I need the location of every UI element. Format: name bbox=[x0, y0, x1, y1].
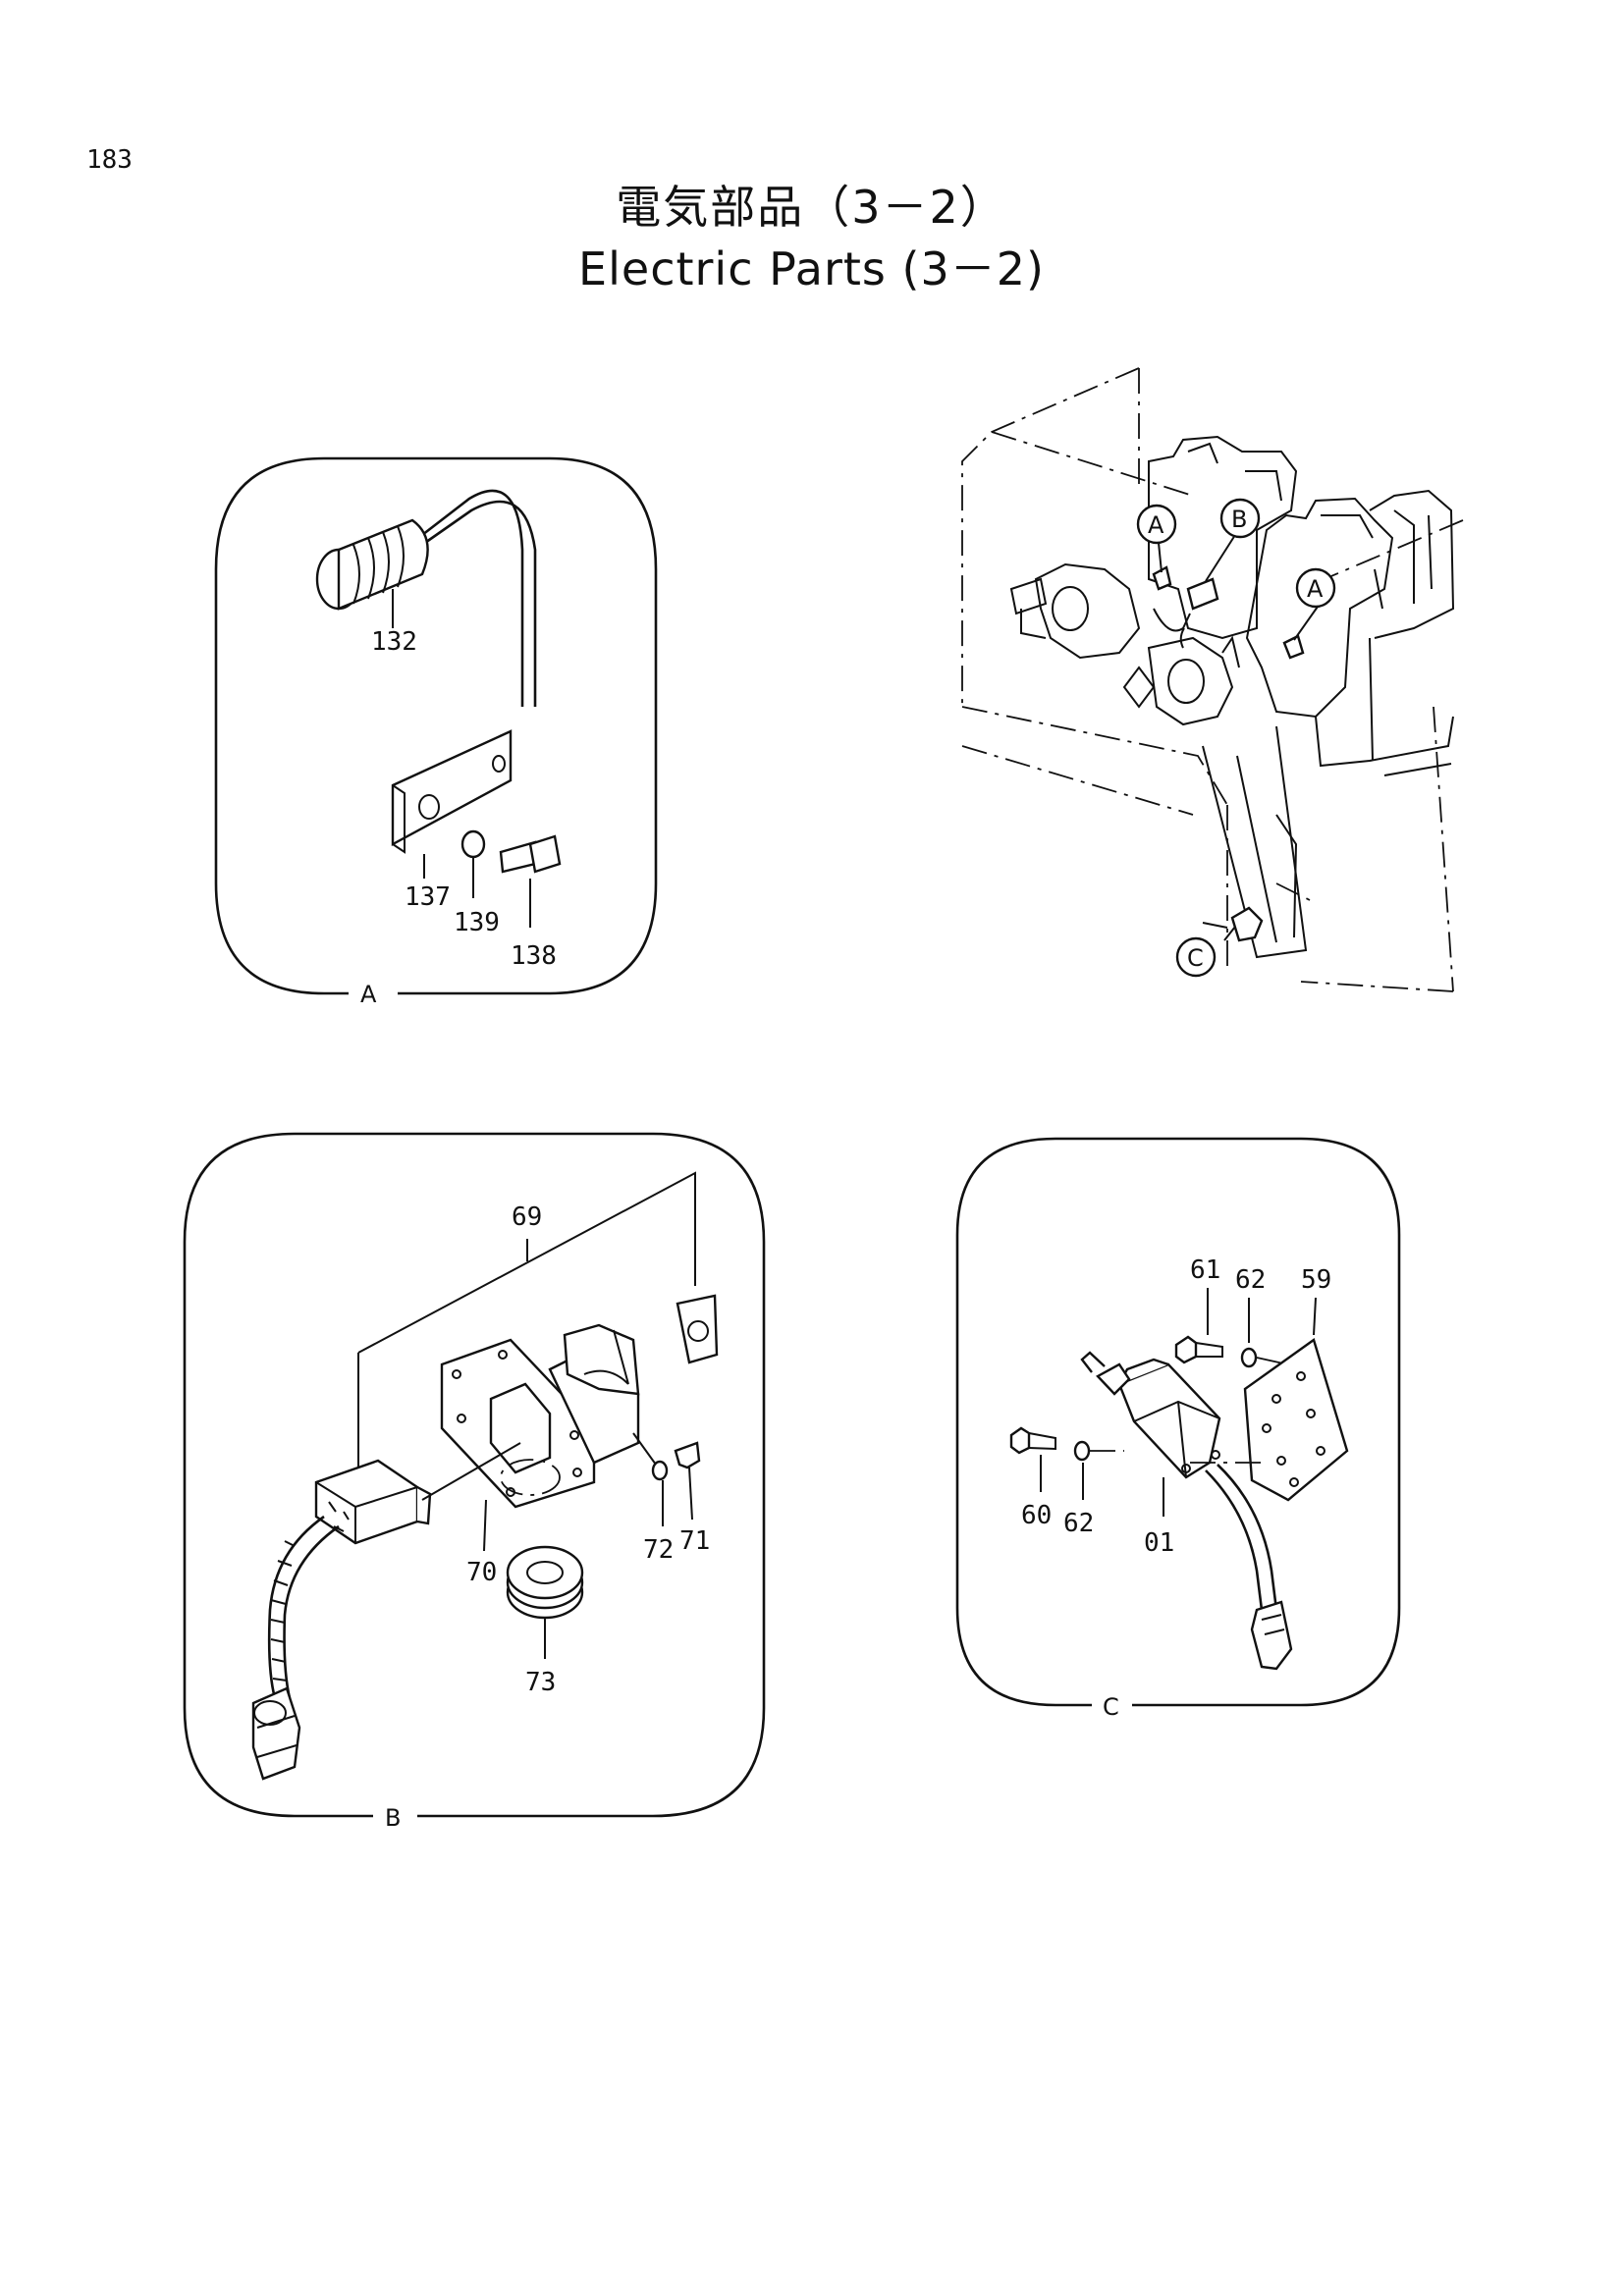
washer-72 bbox=[651, 1460, 669, 1481]
part-number-72: 72 bbox=[643, 1535, 674, 1565]
part-number-01: 01 bbox=[1144, 1528, 1174, 1558]
part-number-71: 71 bbox=[679, 1526, 710, 1556]
part-number-137: 137 bbox=[405, 882, 451, 912]
overview-callout-a2: A bbox=[1307, 575, 1324, 603]
detail-c: C 61 62 59 bbox=[955, 1137, 1401, 1721]
detail-a: A 132 137 139 138 bbox=[214, 456, 658, 1008]
part-number-73: 73 bbox=[525, 1668, 556, 1697]
mounting-flange-70 bbox=[440, 1338, 596, 1509]
title-english: Electric Parts (3－2) bbox=[578, 242, 1045, 295]
detail-a-frame bbox=[214, 456, 658, 995]
part-number-70: 70 bbox=[466, 1558, 497, 1587]
detail-c-frame bbox=[955, 1137, 1401, 1707]
mounting-plate-59 bbox=[1243, 1338, 1349, 1502]
part-number-132: 132 bbox=[371, 627, 417, 657]
overview-machine: A B A C bbox=[961, 367, 1464, 992]
title-japanese: 電気部品（3－2） bbox=[616, 181, 1007, 234]
part-number-69: 69 bbox=[512, 1202, 542, 1232]
part-number-60: 60 bbox=[1021, 1501, 1052, 1530]
part-number-61: 61 bbox=[1190, 1255, 1220, 1285]
overview-callout-a1: A bbox=[1148, 511, 1164, 539]
part-number-59: 59 bbox=[1301, 1265, 1331, 1295]
detail-a-label: A bbox=[360, 981, 377, 1008]
bracket-plate-137 bbox=[391, 729, 513, 854]
washer-62-lower bbox=[1073, 1440, 1091, 1462]
part-number-62-lower: 62 bbox=[1063, 1509, 1094, 1538]
bolt-71 bbox=[674, 1441, 701, 1469]
part-number-139: 139 bbox=[454, 908, 500, 937]
page-number: 183 bbox=[86, 145, 133, 175]
detail-b-frame bbox=[183, 1132, 766, 1818]
grommet-73 bbox=[506, 1545, 584, 1620]
relay-box bbox=[314, 1459, 432, 1545]
switch-01 bbox=[1080, 1351, 1221, 1479]
detail-c-label: C bbox=[1103, 1693, 1119, 1721]
part-number-62-upper: 62 bbox=[1235, 1265, 1266, 1295]
bolt-60 bbox=[1009, 1426, 1031, 1455]
overview-callout-b: B bbox=[1231, 506, 1247, 533]
bolt-61 bbox=[1174, 1335, 1198, 1364]
part-number-138: 138 bbox=[511, 941, 557, 971]
sensor-part-132 bbox=[315, 489, 537, 707]
overview-callout-c: C bbox=[1187, 944, 1204, 972]
washer-62-upper bbox=[1240, 1347, 1258, 1368]
bolt-138 bbox=[499, 834, 562, 874]
detail-b: B 69 72 71 bbox=[183, 1132, 766, 1832]
detail-b-label: B bbox=[385, 1804, 401, 1832]
washer-139 bbox=[460, 829, 486, 859]
